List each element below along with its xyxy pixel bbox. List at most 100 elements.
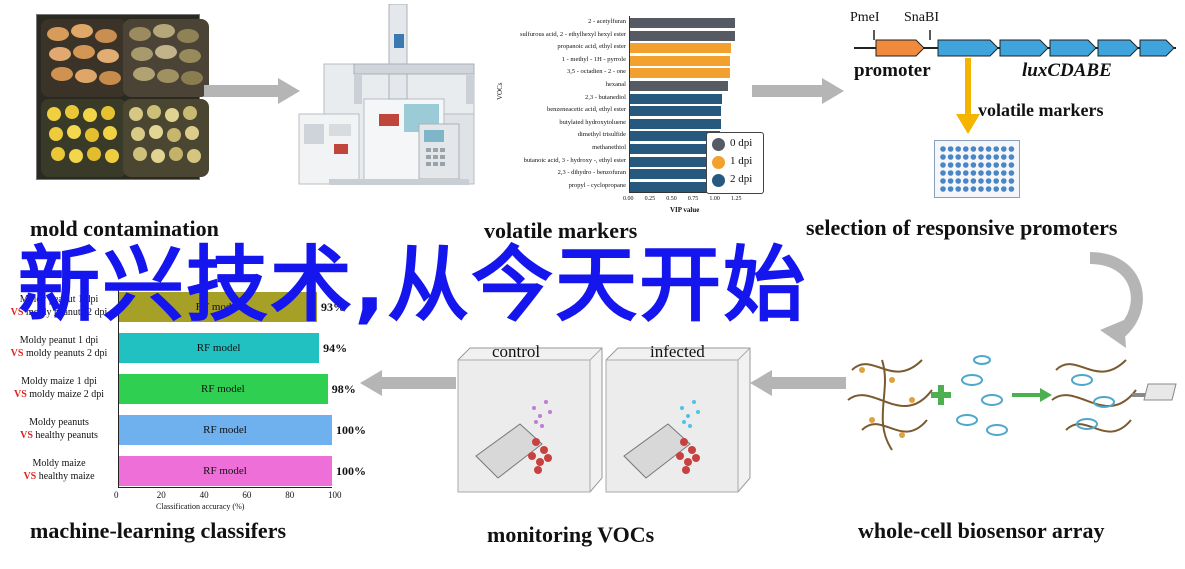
promoter-label: promoter (854, 60, 931, 81)
legend-dot-0dpi (712, 138, 725, 151)
voc-bar (629, 156, 718, 167)
vs-label: VS (10, 307, 26, 318)
voc-bar (629, 118, 721, 129)
classifier-group-b-text: moldy maize 2 dpi (29, 389, 104, 400)
voc-x-tick: 0.25 (644, 196, 656, 202)
well-dot (970, 162, 977, 168)
classifier-group-a: Moldy maize 1 dpi (21, 376, 97, 387)
machine-learning-caption: machine-learning classifers (30, 518, 287, 543)
well-dot (963, 186, 969, 192)
voc-x-tick: 1.00 (709, 196, 720, 202)
infected-label: infected (650, 342, 705, 361)
well-dot (955, 154, 961, 160)
voc-x-tick: 0.00 (623, 196, 634, 202)
vs-label: VS (23, 471, 39, 482)
well-dot (963, 154, 969, 160)
voc-bar-label: 2,3 - butanediol (585, 93, 626, 101)
arrow-left-icon (750, 370, 846, 396)
classifier-group-b: VS moldy peanuts 2 dpi (0, 347, 118, 360)
well-plate-icon (934, 140, 1020, 198)
classifier-bar: RF model (118, 292, 318, 322)
well-dot (947, 146, 954, 152)
arrow-right-icon (752, 78, 844, 104)
voc-bar-label: propyl - cyclopropane (568, 181, 626, 189)
voc-bar (629, 131, 720, 142)
well-dot (947, 154, 954, 160)
well-dot (1008, 178, 1015, 184)
volatile-markers-caption: volatile markers (484, 218, 638, 243)
petri-dish-maize-1 (41, 99, 127, 177)
well-dot (985, 146, 992, 152)
well-dot (978, 178, 984, 184)
vs-label: VS (20, 430, 36, 441)
clf-x-tick: 80 (285, 490, 295, 500)
well-dot (940, 154, 946, 160)
well-dot (1001, 178, 1007, 184)
well-dot (955, 170, 961, 176)
petri-dish-peanut-1 (41, 19, 127, 97)
well-dot (940, 170, 946, 176)
well-dot (955, 146, 961, 152)
volatile-markers-label: volatile markers (978, 100, 1104, 120)
classifier-group-b-text: healthy peanuts (35, 430, 98, 441)
well-dot (970, 186, 977, 192)
petri-dish-peanut-2 (123, 19, 209, 97)
well-dot (947, 170, 954, 176)
well-dot (947, 186, 954, 192)
well-dot (993, 154, 999, 160)
classifier-bar: RF model (118, 415, 332, 445)
classifier-value: 100% (336, 464, 366, 478)
well-dot (970, 170, 977, 176)
well-dot (970, 178, 977, 184)
well-dot (963, 162, 969, 168)
voc-bar-label: butanoic acid, 3 - hydroxy -, ethyl este… (523, 156, 626, 164)
control-chamber: control (456, 342, 604, 496)
mold-contamination-caption: mold contamination (30, 216, 219, 241)
voc-x-tick: 1.25 (731, 196, 742, 202)
well-dot (963, 178, 969, 184)
well-dot (985, 186, 992, 192)
well-dot (1001, 146, 1007, 152)
well-dot (940, 186, 946, 192)
down-arrow-icon (956, 58, 980, 134)
clf-y-axis-line (118, 290, 119, 487)
monitoring-vocs-caption: monitoring VOCs (487, 522, 655, 547)
legend-dot-1dpi (712, 156, 725, 169)
classifier-value: 98% (331, 382, 356, 396)
well-dot (947, 178, 954, 184)
classifier-value: 93% (321, 300, 346, 314)
classifier-value: 100% (336, 423, 366, 437)
promoter-construct: PmeI SnaBI promoter luxCDABE volatile ma… (850, 8, 1180, 208)
voc-bar (629, 169, 715, 180)
voc-bar-label: sulfurous acid, 2 - ethylhexyl hexyl est… (520, 30, 626, 38)
voc-x-axis-label: VIP value (670, 206, 700, 214)
classifier-group-a: Moldy peanuts (29, 417, 89, 428)
classifier-group-a: Moldy maize (32, 458, 86, 469)
mold-contamination-photo (36, 14, 209, 180)
well-dot (1008, 170, 1015, 176)
classifier-bar: RF model (118, 456, 332, 486)
well-dot (940, 162, 946, 168)
classifier-group-a: Moldy peanut 1 dpi (19, 335, 99, 346)
clf-x-axis-line (118, 487, 332, 488)
well-dot (940, 178, 946, 184)
overlay-title: 新兴技术,从今天开始 (18, 238, 808, 333)
voc-x-tick: 0.75 (687, 196, 699, 202)
well-dot (985, 154, 992, 160)
curved-arrow-icon (1089, 252, 1143, 348)
well-dot (993, 186, 999, 192)
legend-0dpi: 0 dpi (730, 137, 753, 149)
well-dot (985, 178, 992, 184)
voc-bar-label: 2 - acetylfuran (588, 18, 626, 25)
well-dot (1001, 186, 1007, 192)
voc-bar (629, 181, 714, 192)
well-dot (970, 154, 977, 160)
arrow-right-icon (204, 78, 300, 104)
well-dot (978, 146, 984, 152)
classifier-group-b-text: healthy maize (38, 471, 95, 482)
well-dot (978, 154, 984, 160)
voc-bar-label: benzeneacetic acid, ethyl ester (546, 106, 626, 114)
voc-bar-label: 3,5 - octadien - 2 - one (566, 68, 626, 76)
